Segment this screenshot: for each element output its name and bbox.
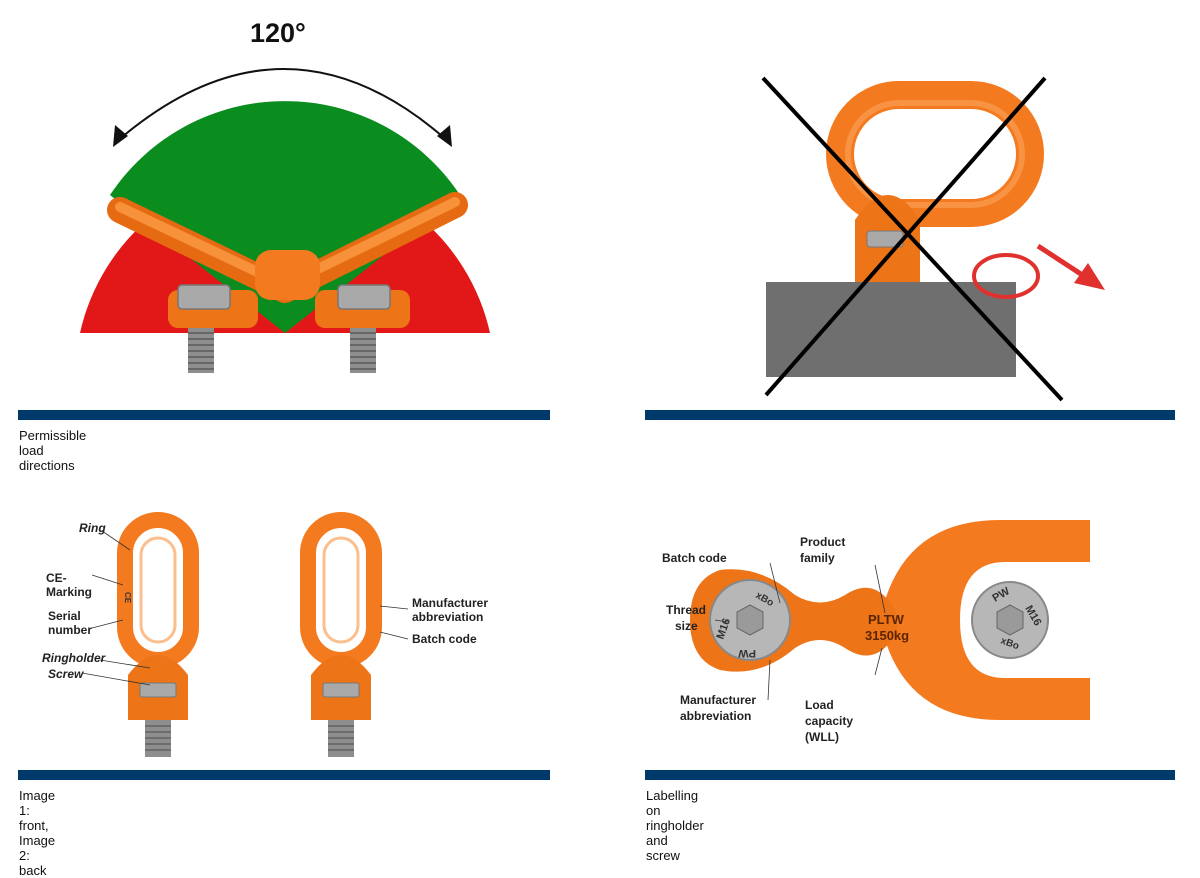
screw-head-front [139,682,177,698]
label-screw: Screw [48,667,84,681]
screw-head-back [322,682,360,698]
leader-lines [714,562,886,701]
label-batch-code: Batch code [662,551,727,565]
leader-lines [81,530,409,686]
label-product-1: Product [800,535,845,549]
permitted-zone [110,101,460,333]
ring [826,81,1044,227]
label-load-3: (WLL) [805,730,839,744]
label-ringholder: Ringholder [42,651,107,665]
label-manufacturer-1: Manufacturer [680,693,756,707]
load-direction-diagram [80,68,490,373]
label-load-1: Load [805,698,834,712]
cross-line-1 [761,76,1064,402]
arrowhead-left [113,125,128,147]
label-serial-2: number [48,623,92,637]
label-load-2: capacity [805,714,853,728]
marking-product-family: PLTW [868,612,905,627]
ring-front [117,512,199,668]
angle-label: 120° [250,18,306,48]
contact-highlight [972,253,1040,299]
label-product-2: family [800,551,835,565]
label-manufacturer-1: Manufacturer [412,596,488,610]
label-ce-1: CE- [46,571,67,585]
screw-thread-right [350,328,376,373]
marking-capacity: 3150kg [865,628,909,643]
caption-labelling: Labelling on ringholder and screw [646,788,704,863]
label-thread-2: size [675,619,698,633]
caption-load-directions: Permissible load directions [19,428,87,473]
ce-mark: CE [123,592,132,604]
label-batch-code: Batch code [412,632,477,646]
screw-head-left [177,284,231,310]
angle-arc-arrow [114,68,451,144]
caption-bar [645,410,1175,420]
screw-head-right [337,284,391,310]
label-manufacturer-2: abbreviation [412,610,483,624]
incorrect-usage-diagram [761,76,1105,402]
chain-ring [880,520,1090,720]
arrowhead-right [437,125,452,147]
cross-line-2 [764,76,1047,397]
load-arrow [1036,243,1089,281]
label-manufacturer-2: abbreviation [680,709,751,723]
back-product [300,512,382,757]
label-ce-2: Marking [46,585,92,599]
ring-back [300,512,382,668]
label-ring: Ring [79,521,106,535]
label-thread-1: Thread [666,603,706,617]
caption-bar [18,410,550,420]
front-product: CE [117,512,199,757]
front-back-diagram: CE Ring CE- Marking Serial number Ringho… [42,512,488,757]
caption-front-back: Image 1: front, Image 2: back [19,788,56,878]
labelling-diagram: PLTW 3150kg M16 PW xBo PW M16 xBo Batch … [662,520,1090,744]
marking-screw-maker-left: PW [738,647,756,659]
caption-bar [645,770,1175,780]
caption-bar [18,770,550,780]
base-block [766,282,1016,377]
screw-thread-left [188,328,214,373]
label-serial-1: Serial [48,609,81,623]
